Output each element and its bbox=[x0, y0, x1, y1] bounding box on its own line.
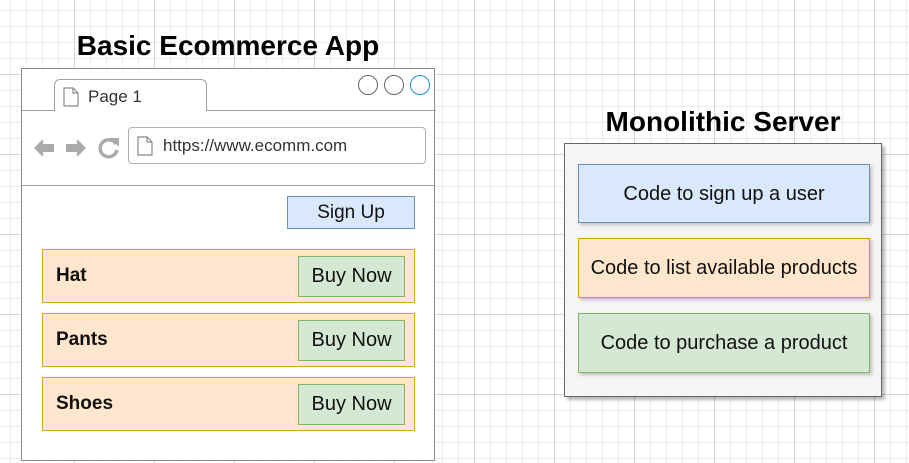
product-name: Hat bbox=[56, 265, 87, 286]
buy-now-button[interactable]: Buy Now bbox=[298, 320, 405, 361]
back-arrow-icon[interactable] bbox=[33, 137, 55, 159]
url-field[interactable]: https://www.ecomm.com bbox=[128, 127, 426, 164]
tab-page-1[interactable] bbox=[54, 79, 207, 111]
code-block-sign-up: Code to sign up a user bbox=[578, 164, 870, 223]
app-title: Basic Ecommerce App bbox=[76, 30, 380, 61]
code-block-purchase: Code to purchase a product bbox=[578, 313, 870, 373]
reload-icon[interactable] bbox=[97, 136, 121, 160]
product-name: Shoes bbox=[56, 393, 114, 414]
code-block-list-products: Code to list available products bbox=[578, 238, 870, 298]
buy-now-button[interactable]: Buy Now bbox=[298, 256, 405, 297]
forward-arrow-icon[interactable] bbox=[65, 137, 87, 159]
document-icon bbox=[137, 136, 153, 156]
nav-divider bbox=[22, 185, 434, 186]
monolithic-server-box: Code to sign up a user Code to list avai… bbox=[564, 143, 882, 397]
tab-divider-right bbox=[207, 110, 436, 111]
tab-label: Page 1 bbox=[88, 87, 142, 106]
document-icon bbox=[63, 87, 79, 107]
product-row-hat: Hat Buy Now bbox=[42, 249, 415, 303]
product-name: Pants bbox=[56, 329, 108, 350]
url-text: https://www.ecomm.com bbox=[163, 136, 348, 155]
product-row-pants: Pants Buy Now bbox=[42, 313, 415, 367]
browser-window: Page 1 https://www.ecomm.com Sign Up Hat… bbox=[21, 68, 436, 461]
tab-divider-left bbox=[22, 110, 55, 111]
window-circle-icon[interactable] bbox=[358, 75, 378, 95]
product-row-shoes: Shoes Buy Now bbox=[42, 377, 415, 431]
window-circle-icon[interactable] bbox=[384, 75, 404, 95]
buy-now-button[interactable]: Buy Now bbox=[298, 384, 405, 425]
server-title: Monolithic Server bbox=[605, 106, 841, 137]
sign-up-button[interactable]: Sign Up bbox=[287, 196, 415, 229]
window-circle-icon[interactable] bbox=[410, 75, 430, 95]
